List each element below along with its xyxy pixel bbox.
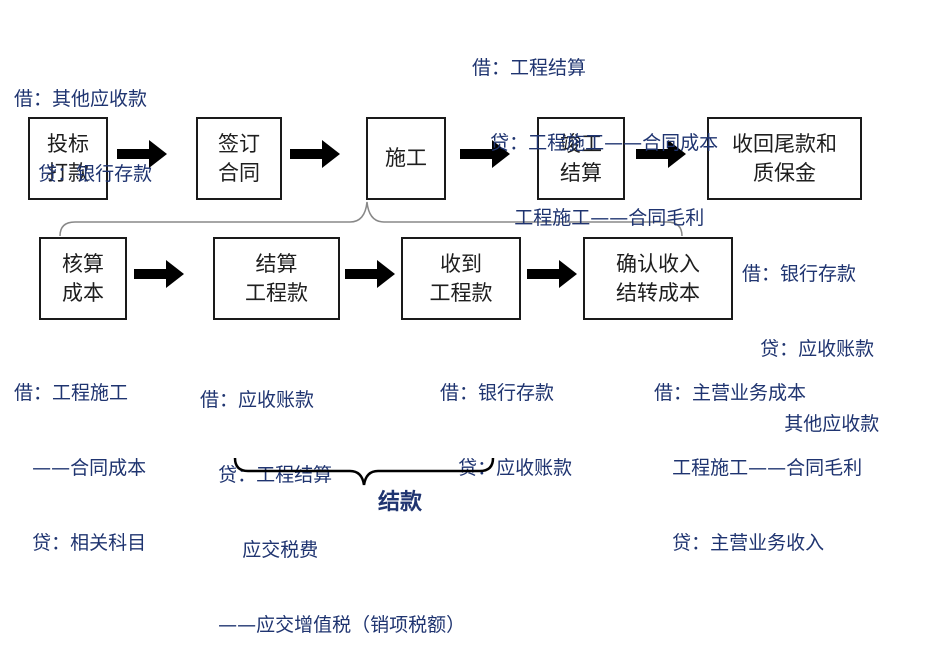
entry-line: 工程施工——合同毛利 [654, 457, 863, 479]
settlement-label: 结款 [378, 490, 423, 515]
entry-line: 借：工程施工 [14, 382, 129, 404]
flow-box-billing-label: 结算 工程款 [245, 251, 308, 305]
flow-box-receipt: 收到 工程款 [401, 237, 521, 320]
entry-line: 借：银行存款 [742, 263, 857, 285]
entry-line: 贷：工程施工——合同成本 [472, 132, 719, 154]
flow-box-completion-label: 竣工 结算 [560, 131, 602, 185]
flow-arrow-3 [460, 140, 510, 168]
flow-box-recognition-label: 确认收入 结转成本 [616, 251, 700, 305]
entry-line: 应交税费 [200, 539, 319, 561]
flow-arrow-6 [345, 260, 395, 288]
flow-box-receipt-label: 收到 工程款 [429, 251, 493, 305]
flow-box-final-payment-label: 收回尾款和 质保金 [732, 131, 837, 185]
flow-box-completion: 竣工 结算 [537, 117, 625, 200]
construction-bracket [59, 201, 683, 237]
entry-line: 贷：相关科目 [14, 532, 147, 554]
entry-line: 贷：主营业务收入 [654, 532, 825, 554]
entry-accounting: 借：工程施工 ——合同成本 贷：相关科目 [14, 331, 146, 581]
flow-arrow-7 [527, 260, 577, 288]
flow-box-contract-label: 签订 合同 [218, 131, 260, 185]
flow-box-recognition: 确认收入 结转成本 [583, 237, 733, 320]
flow-arrow-4 [636, 140, 686, 168]
flow-box-final-payment: 收回尾款和 质保金 [707, 117, 862, 200]
entry-billing: 借：应收账款 贷：工程结算 应交税费 ——应交增值税（销项税额） [200, 338, 465, 663]
entry-recognition: 借：主营业务成本 工程施工——合同毛利 贷：主营业务收入 [654, 331, 862, 581]
entry-line: 借：其他应收款 [14, 88, 148, 110]
flow-box-construction-label: 施工 [385, 146, 427, 170]
flow-arrow-5 [134, 260, 184, 288]
entry-line: ——应交增值税（销项税额） [200, 614, 466, 636]
flow-box-billing: 结算 工程款 [213, 237, 340, 320]
entry-bid: 借：其他应收款 贷：银行存款 [14, 37, 152, 212]
entry-line: 贷：银行存款 [14, 163, 153, 185]
entry-receipt: 借：银行存款 贷：应收账款 [440, 331, 572, 506]
flow-box-construction: 施工 [366, 117, 446, 200]
entry-line: ——合同成本 [14, 457, 147, 479]
entry-line: 贷：工程结算 [200, 464, 333, 486]
flow-box-accounting-label: 核算 成本 [62, 251, 104, 305]
entry-line: 贷：应收账款 [440, 457, 573, 479]
entry-line: 借：主营业务成本 [654, 382, 807, 404]
flow-box-accounting: 核算 成本 [39, 237, 127, 320]
entry-line: 借：应收账款 [200, 389, 315, 411]
entry-line: 借：银行存款 [440, 382, 555, 404]
flow-box-bid: 投标 打款 [28, 117, 108, 200]
flow-arrow-2 [290, 140, 340, 168]
entry-final-payment: 借：银行存款 贷：应收账款 其他应收款 [742, 212, 879, 462]
settlement-brace [233, 457, 495, 486]
entry-line: 工程施工——合同毛利 [472, 207, 705, 229]
entry-completion: 借：工程结算 贷：工程施工——合同成本 工程施工——合同毛利 [472, 6, 718, 256]
flow-arrow-1 [117, 140, 167, 168]
flow-box-contract: 签订 合同 [196, 117, 282, 200]
entry-line: 贷：应收账款 [742, 338, 875, 360]
entry-line: 其他应收款 [742, 413, 880, 435]
entry-line: 借：工程结算 [472, 57, 587, 79]
flow-box-bid-label: 投标 打款 [47, 131, 89, 185]
